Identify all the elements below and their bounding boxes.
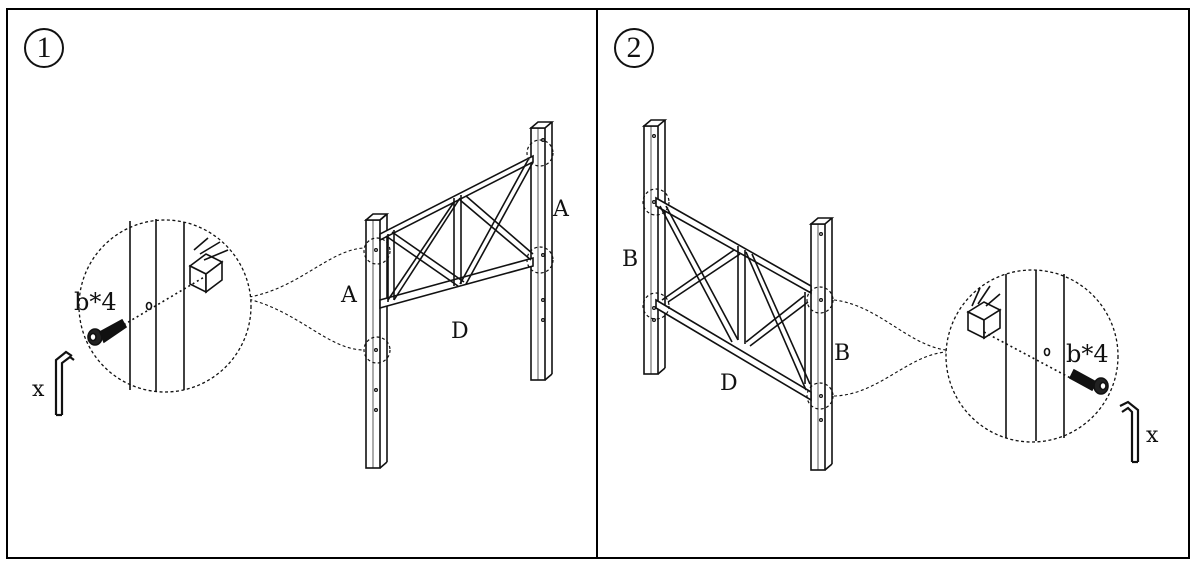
post-b-right [808, 217, 835, 471]
fastener-label: b*4 [74, 288, 117, 316]
step-2-number: 2 [614, 28, 654, 68]
panel-d [655, 196, 812, 402]
step-1-illustration: b*4 x A A D [32, 121, 570, 469]
detail-magnifier [945, 269, 1119, 443]
fastener-label: b*4 [1066, 340, 1109, 368]
step-1-panel: 1 [6, 8, 598, 559]
post-right-label: A [552, 197, 570, 222]
post-left-label: B [622, 247, 638, 272]
allen-key-icon [1119, 400, 1140, 464]
post-a-left [363, 213, 390, 469]
post-a-right [528, 121, 555, 381]
post-b-left [641, 119, 668, 375]
post-left-label: A [340, 283, 358, 308]
step-1-number: 1 [24, 28, 64, 68]
step-2-illustration: b*4 x B B D [622, 119, 1159, 471]
tool-label: x [1146, 423, 1159, 448]
panel-label: D [720, 371, 738, 396]
panel-label: D [451, 319, 469, 344]
allen-key-icon [54, 350, 75, 417]
bolt-icon [1068, 368, 1109, 395]
tool-label: x [32, 377, 45, 402]
step-2-panel: 2 [596, 8, 1190, 559]
bolt-icon [87, 318, 128, 346]
panel-d [379, 154, 534, 310]
post-right-label: B [834, 341, 850, 366]
